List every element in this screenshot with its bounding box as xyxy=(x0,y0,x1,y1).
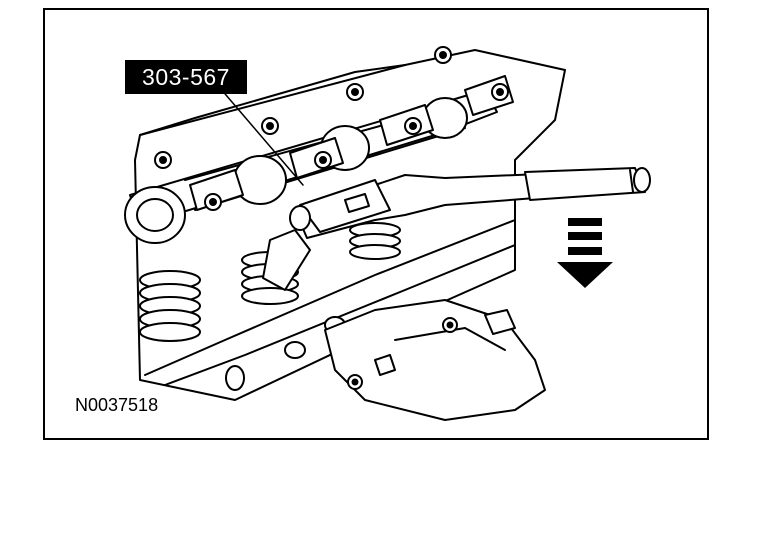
tool-head xyxy=(299,179,391,233)
direction-arrow-icon xyxy=(557,218,613,288)
illustration-frame: 303-567 N0037518 xyxy=(43,8,709,440)
valve-spring xyxy=(349,222,401,260)
valve-spring xyxy=(139,270,201,342)
figure-id: N0037518 xyxy=(75,395,159,415)
head-top-rail xyxy=(139,64,406,136)
tool-prong xyxy=(262,229,311,291)
head-lower-edge xyxy=(144,219,516,376)
valve-spring-compressor-illustration xyxy=(124,46,651,421)
engine-block-casting xyxy=(324,299,546,421)
cam-lobe xyxy=(124,186,186,244)
tool-handle-grip xyxy=(524,167,646,201)
cap-bolts xyxy=(154,46,509,211)
cam-lobe xyxy=(233,155,287,205)
callout-leader xyxy=(219,87,304,186)
tool-callout-label: 303-567 xyxy=(125,60,247,94)
bearing-cap xyxy=(189,169,244,211)
tool-handle-end xyxy=(633,167,651,193)
